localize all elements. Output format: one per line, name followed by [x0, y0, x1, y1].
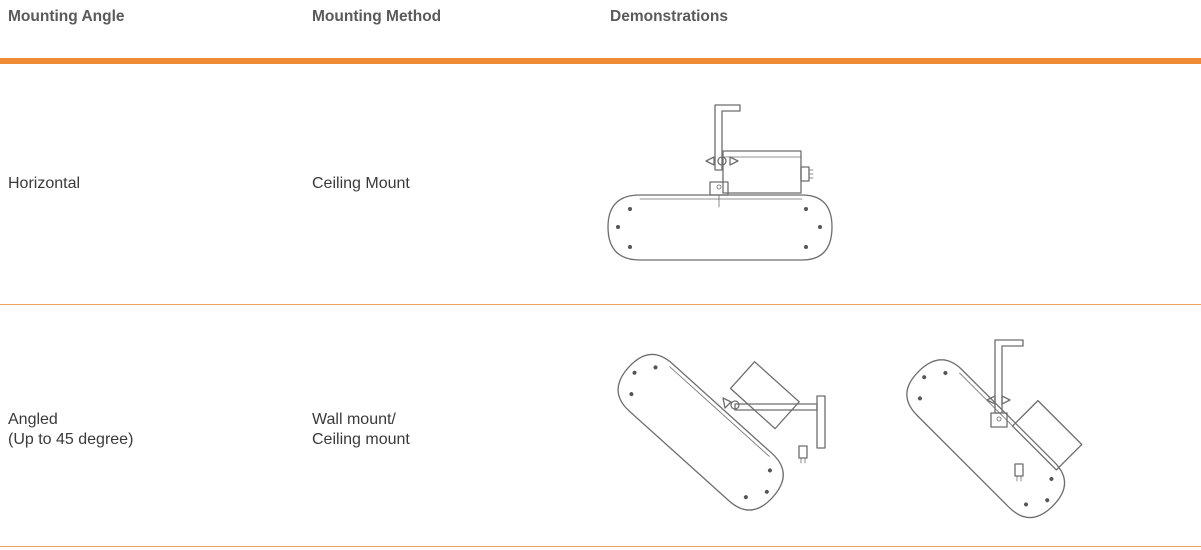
row1-method-text: Ceiling Mount [312, 175, 410, 192]
row2-angle-line1: Angled [8, 411, 58, 428]
row1-angle-cell: Horizontal [8, 174, 80, 194]
row-divider-1 [0, 304, 1201, 305]
header-divider [0, 58, 1201, 64]
header-mounting-angle: Mounting Angle [8, 8, 125, 25]
angled-ceiling-fixture-drawing [906, 339, 1083, 519]
row2-method-line2: Ceiling mount [312, 431, 410, 448]
row2-method-cell: Wall mount/ Ceiling mount [312, 410, 410, 450]
header-demonstrations: Demonstrations [610, 8, 728, 25]
table-header: Mounting Angle Mounting Method Demonstra… [0, 0, 1201, 58]
row1-method-cell: Ceiling Mount [312, 174, 410, 194]
row-divider-2 [0, 546, 1201, 547]
header-mounting-method: Mounting Method [312, 8, 442, 25]
horizontal-ceiling-fixture-drawing [607, 104, 833, 261]
row2-angle-line2: (Up to 45 degree) [8, 431, 134, 448]
row1-angle-text: Horizontal [8, 175, 81, 192]
row2-angle-cell: Angled (Up to 45 degree) [8, 410, 133, 450]
angled-wall-fixture-drawing [617, 353, 826, 511]
row2-method-line1: Wall mount/ [312, 411, 396, 428]
